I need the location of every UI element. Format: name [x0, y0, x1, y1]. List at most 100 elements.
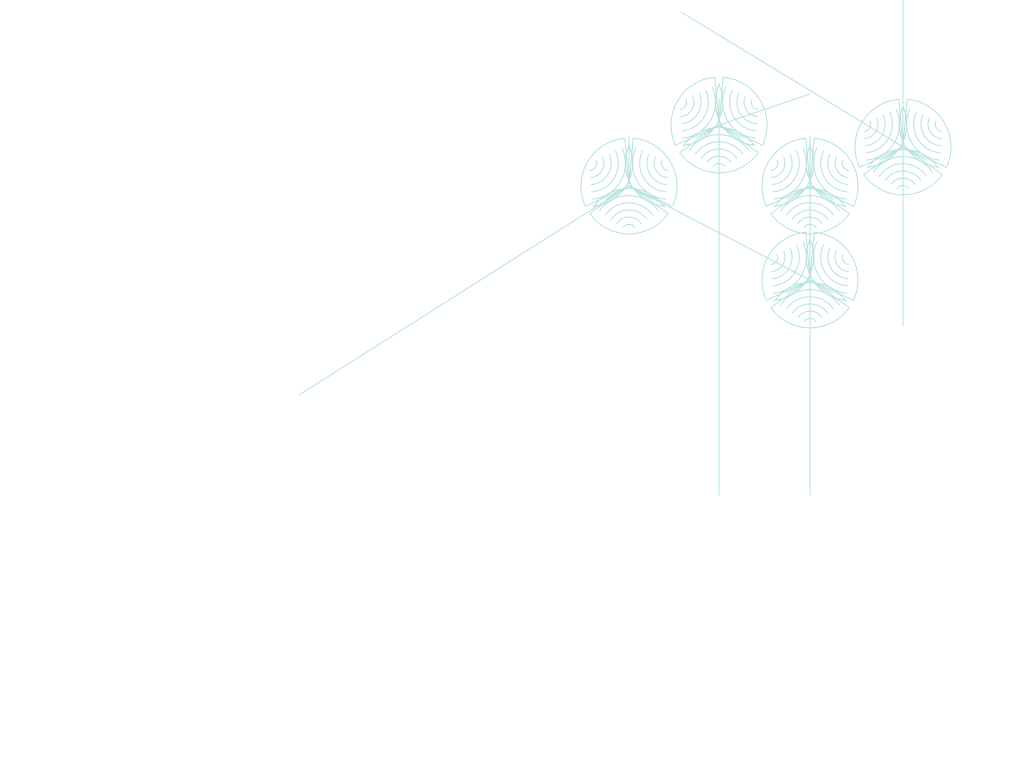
petal-arc [890, 177, 916, 185]
petal-arc [780, 195, 840, 212]
petal-arc [920, 114, 942, 147]
petal-arc [750, 98, 759, 110]
petal-arc [712, 162, 726, 167]
petal-outline [679, 124, 759, 174]
petal-arc [785, 296, 835, 310]
petal-outline [902, 98, 952, 168]
flower-head [670, 76, 768, 174]
petal-arc [604, 202, 654, 216]
flower-spoke [605, 185, 630, 200]
flower-spoke [809, 279, 834, 294]
flower-spoke [809, 185, 834, 200]
petal-arc [610, 209, 648, 220]
petal-outline [770, 279, 850, 329]
petal-arc [729, 89, 757, 132]
petal-arc [599, 195, 659, 212]
petal-arc [896, 184, 910, 189]
petal-arc [820, 244, 848, 287]
flower-petal [898, 98, 952, 168]
petal-arc [622, 223, 636, 228]
flower-cluster [580, 76, 952, 329]
petal-arc [864, 114, 886, 147]
petal-arc [773, 147, 807, 200]
flower-head [761, 231, 859, 329]
petal-outline [589, 185, 669, 235]
petal-arc [878, 163, 928, 177]
petal-arc [785, 202, 835, 216]
petal-arc [646, 153, 668, 186]
petal-outline [854, 98, 904, 168]
petal-arc [803, 317, 817, 322]
flower-petal [624, 137, 678, 207]
petal-arc [797, 310, 823, 318]
petal-arc [700, 148, 738, 159]
petal-arc [884, 170, 922, 181]
petal-arc [873, 156, 933, 173]
petal-arc [813, 147, 847, 200]
petal-arc [772, 244, 800, 287]
petal-arc [813, 241, 847, 294]
petal-arc [591, 150, 619, 193]
petal-arc [841, 159, 850, 171]
petal-arc [589, 159, 598, 171]
petal-arc [827, 153, 849, 186]
petal-arc [927, 117, 942, 139]
petal-arc [827, 247, 849, 280]
petal-arc [771, 247, 793, 280]
stem-line [680, 11, 904, 148]
petal-arc [624, 144, 666, 207]
petal-arc [592, 147, 626, 200]
petal-arc [680, 92, 702, 125]
petal-arc [834, 156, 849, 178]
petal-arc [865, 111, 893, 154]
petal-arc [590, 156, 605, 178]
petal-arc [616, 216, 642, 224]
petal-outline [863, 146, 943, 196]
petal-arc [632, 147, 666, 200]
petal-arc [682, 86, 716, 139]
petal-outline [809, 231, 859, 301]
petal-arc [771, 156, 786, 178]
petal-arc [773, 241, 807, 294]
petal-arc [743, 95, 758, 117]
flower-petal [805, 231, 859, 301]
petal-arc [736, 92, 758, 125]
flower-spoke [628, 185, 653, 200]
flower-spoke [695, 124, 720, 139]
petal-outline [628, 137, 678, 207]
petal-arc [863, 120, 872, 132]
flower-spoke [786, 185, 811, 200]
petal-arc [694, 141, 744, 155]
petal-outline [580, 137, 630, 207]
petal-arc [803, 223, 817, 228]
petal-arc [791, 209, 829, 220]
flower-head [761, 137, 859, 235]
flower-petal [670, 76, 724, 146]
petal-arc [770, 253, 779, 265]
petal-outline [761, 137, 811, 207]
petal-outline [670, 76, 720, 146]
petal-outline [718, 76, 768, 146]
flower-spoke [786, 279, 811, 294]
petal-arc [681, 89, 709, 132]
flower-petal [863, 146, 943, 196]
petal-arc [780, 289, 840, 306]
petal-arc [820, 150, 848, 193]
petal-arc [590, 153, 612, 186]
flower-head [580, 137, 678, 235]
petal-outline [770, 185, 850, 235]
petal-arc [805, 144, 847, 207]
petal-arc [639, 150, 667, 193]
flower-spoke [718, 124, 743, 139]
petal-outline [761, 231, 811, 301]
petal-arc [653, 156, 668, 178]
flower-petal [770, 279, 850, 329]
petal-arc [660, 159, 669, 171]
stem-line [298, 185, 630, 396]
petal-arc [797, 216, 823, 224]
flower-spoke [879, 146, 904, 161]
flower-head [854, 98, 952, 196]
petal-arc [864, 117, 879, 139]
petal-arc [680, 95, 695, 117]
